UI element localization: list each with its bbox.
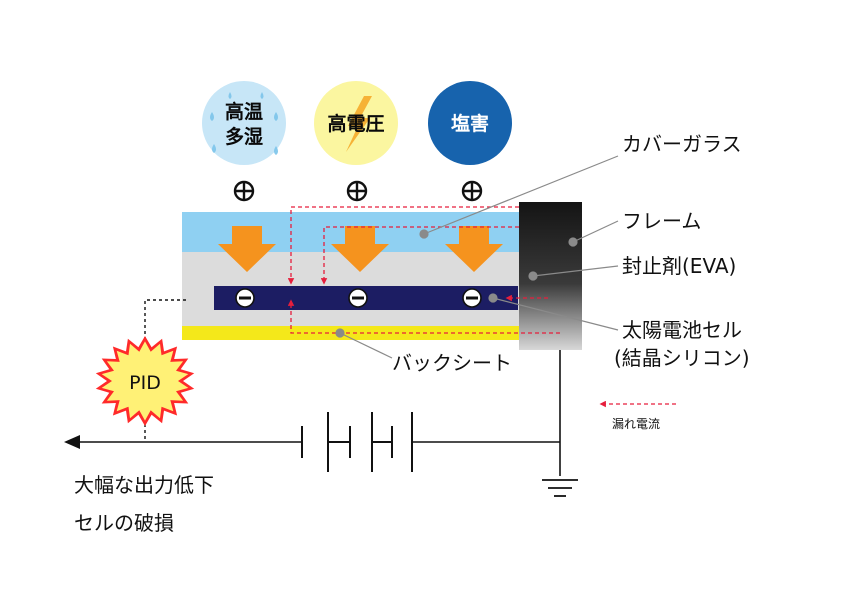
pid-label: PID — [129, 372, 161, 394]
factor-label-line-1: 高温 — [225, 100, 263, 123]
leak-current-legend: 漏れ電流 — [599, 400, 676, 431]
positive-charge-icon — [346, 180, 368, 202]
arrow-left-icon — [64, 435, 80, 449]
positive-charge-icon — [233, 180, 255, 202]
negative-charge-icon — [235, 288, 255, 308]
positive-charge-icon — [461, 180, 483, 202]
callout-leaders — [335, 155, 619, 359]
leak-current-path — [287, 206, 560, 334]
factor-label: 塩害 — [451, 112, 489, 135]
stress-arrow — [331, 226, 389, 272]
factor-salt-damage: 塩害 — [428, 81, 512, 165]
label-cell-line-1: 太陽電池セル — [622, 318, 742, 342]
label-eva: 封止剤(EVA) — [622, 254, 736, 278]
factor-label-line-2: 多湿 — [225, 125, 263, 148]
circuit-wiring — [72, 350, 561, 476]
backsheet-layer — [182, 326, 564, 340]
ground-icon — [542, 479, 578, 497]
negative-charge-icon — [462, 288, 482, 308]
water-drop-icon — [210, 92, 278, 155]
battery-symbol — [301, 412, 413, 472]
pid-burst: PID — [95, 336, 195, 426]
negative-charge-icon — [348, 288, 368, 308]
label-result-line-2: セルの破損 — [74, 511, 174, 535]
label-backsheet: バックシート — [392, 351, 512, 375]
stress-arrow — [218, 226, 276, 272]
label-frame: フレーム — [622, 209, 701, 233]
stress-arrow — [445, 226, 503, 272]
pid-connector — [144, 299, 186, 340]
factor-high-temp-humidity: 高温 多湿 — [202, 81, 286, 165]
leak-current-label: 漏れ電流 — [612, 417, 660, 431]
factor-high-voltage: 高電圧 — [314, 81, 398, 165]
label-cell-line-2: (結晶シリコン) — [614, 346, 750, 370]
label-result-line-1: 大幅な出力低下 — [74, 473, 214, 497]
label-cover-glass: カバーガラス — [622, 132, 742, 156]
factor-label: 高電圧 — [327, 112, 384, 135]
lightning-bolt-icon — [346, 96, 372, 152]
